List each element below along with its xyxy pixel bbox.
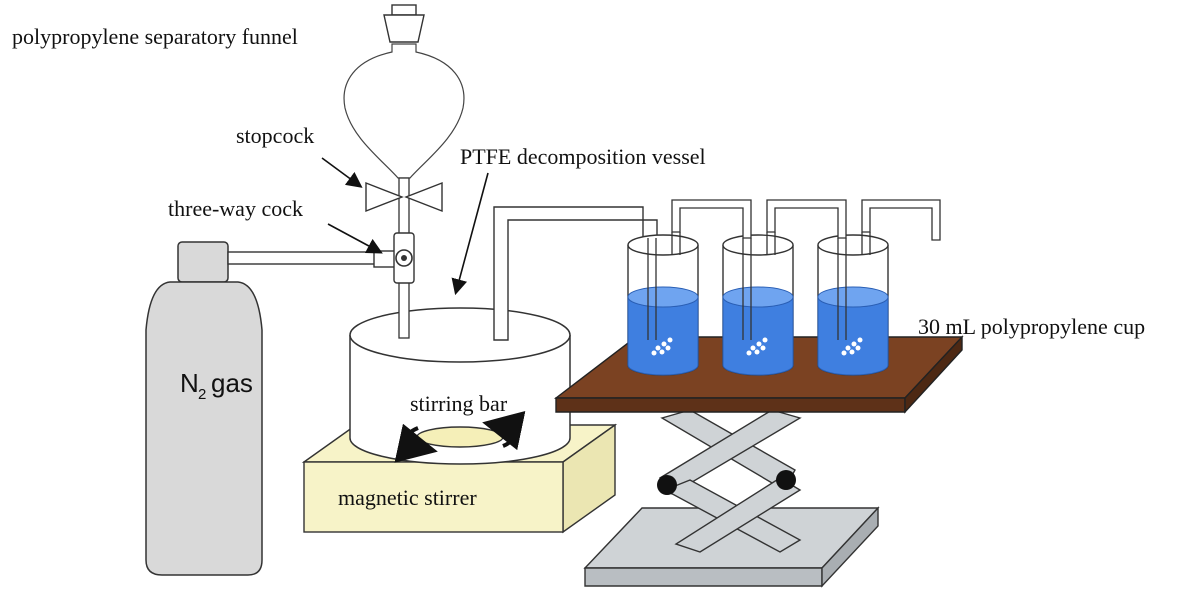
stirring-bar-label: stirring bar xyxy=(410,391,508,416)
arrow-three-way-cock xyxy=(327,223,383,254)
funnel-stopper xyxy=(383,14,425,43)
platform-side xyxy=(904,335,963,414)
label-ptfe-vessel: PTFE decomposition vessel xyxy=(460,144,706,169)
ptfe-vessel: stirring bar xyxy=(349,307,571,465)
cup-1-liquid xyxy=(627,296,699,376)
cylinder-body xyxy=(145,281,263,576)
cylinder-valve-cap xyxy=(177,241,229,283)
jack-pivot-left xyxy=(657,475,677,495)
arrow-stopcock xyxy=(321,157,363,188)
label-three-way-cock: three-way cock xyxy=(168,196,303,221)
cup-3-liquid xyxy=(817,296,889,376)
funnel-stopper-knob xyxy=(391,4,417,16)
cup-2-bubbles xyxy=(746,337,768,356)
cup-3-bubbles xyxy=(841,337,863,356)
label-stopcock: stopcock xyxy=(236,123,314,148)
jack-base-front xyxy=(584,567,823,587)
gas-label-suffix: gas xyxy=(211,368,253,398)
stirrer-front xyxy=(303,461,564,533)
cup-2-liquid xyxy=(722,296,794,376)
arrow-ptfe-vessel xyxy=(451,172,489,296)
n2-gas-cylinder: N 2 gas xyxy=(145,241,263,576)
cup-2 xyxy=(722,232,794,376)
platform-front xyxy=(555,397,906,413)
cup-1 xyxy=(627,232,699,376)
lab-jack xyxy=(583,409,880,588)
separatory-funnel xyxy=(343,4,465,339)
rotation-arrow-left xyxy=(394,423,438,463)
jack-pivot-right xyxy=(776,470,796,490)
stirrer-label: magnetic stirrer xyxy=(338,485,477,510)
rotation-arrow-right xyxy=(482,410,526,451)
connecting-tubes xyxy=(671,199,941,241)
label-cup: 30 mL polypropylene cup xyxy=(918,314,1145,339)
jack-base-side xyxy=(821,506,879,588)
gas-label-sub: 2 xyxy=(198,386,206,403)
three-way-cock-center xyxy=(401,255,407,261)
gas-label-main: N xyxy=(180,368,199,398)
gas-line xyxy=(227,251,379,265)
funnel-bulb xyxy=(343,43,465,179)
stopcock-right-wing[interactable] xyxy=(404,181,443,213)
cup-3 xyxy=(817,232,889,376)
exhaust-tube xyxy=(861,199,941,241)
cup-1-bubbles xyxy=(651,337,673,356)
stopcock-left-wing[interactable] xyxy=(365,181,404,213)
stirring-bar xyxy=(416,426,504,448)
vessel-lid xyxy=(349,307,571,363)
label-funnel: polypropylene separatory funnel xyxy=(12,24,298,49)
